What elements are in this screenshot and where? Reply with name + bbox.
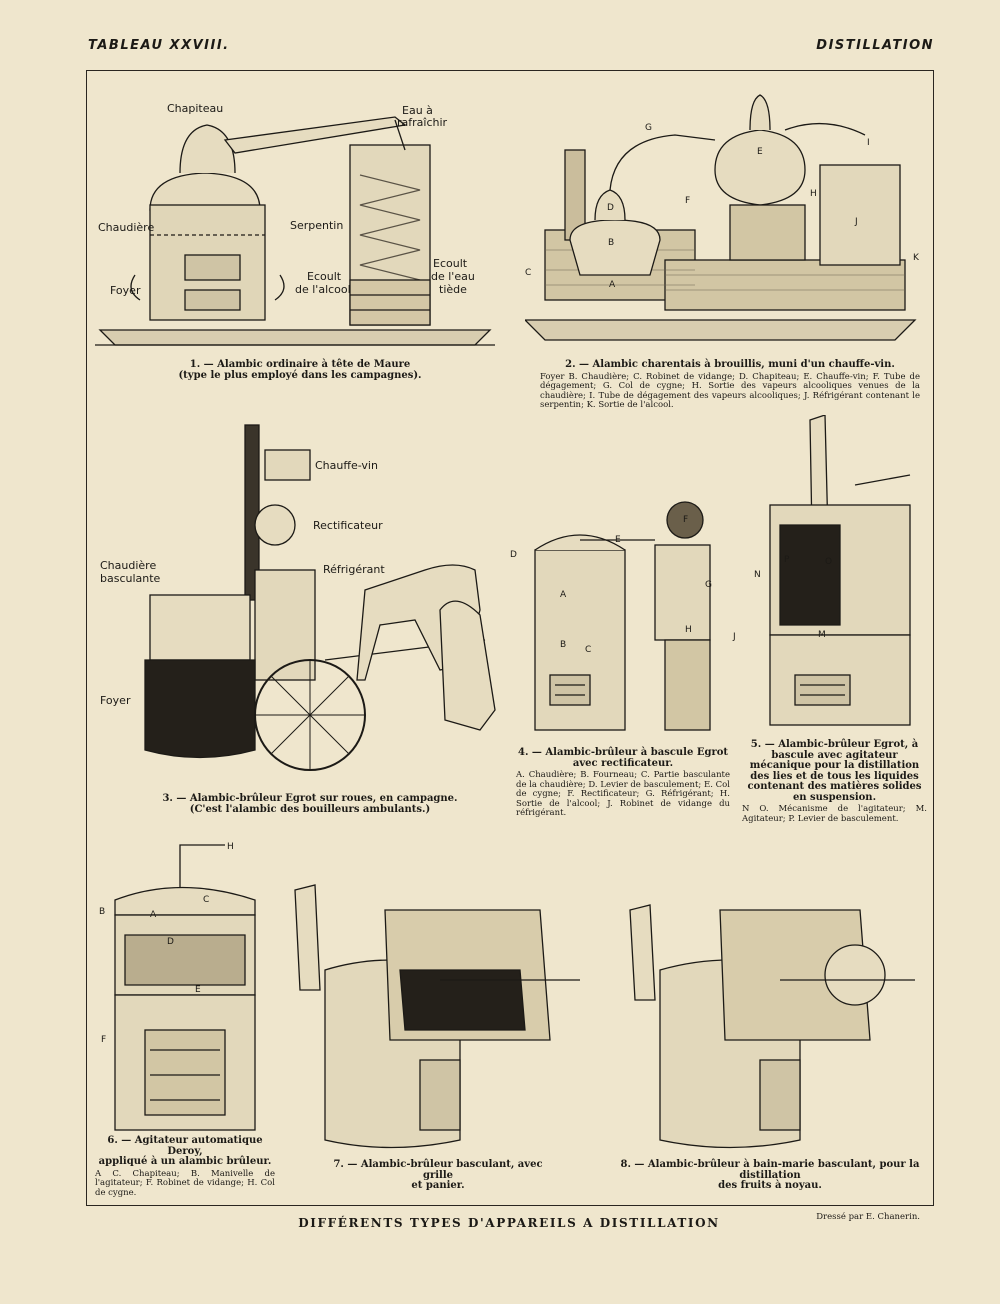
- f3-caption: 3. — Alambic-brûleur Egrot sur roues, en…: [160, 793, 460, 815]
- figure-4-egrot-bascule: D E F A G C H J B: [505, 500, 740, 740]
- f6-letter-h: H: [227, 842, 234, 852]
- f6-legend: A C. Chapiteau; B. Manivelle de l'agitat…: [95, 1168, 275, 1198]
- f7-caption-sub: et panier.: [411, 1180, 465, 1191]
- f1-label-chapiteau: Chapiteau: [167, 102, 224, 115]
- f6-caption-title: 6. — Agitateur automatique Deroy,: [107, 1135, 263, 1157]
- figure-7-grille-panier: [290, 880, 580, 1150]
- f4-letter-j: J: [733, 632, 736, 642]
- plate-frame: [86, 70, 934, 1206]
- f2-letter-b: B: [608, 238, 615, 248]
- f2-letter-d: D: [607, 203, 614, 213]
- f5-legend: N O. Mécanisme de l'agitateur; M. Agitat…: [742, 804, 927, 824]
- f5-letter-p: P: [784, 555, 790, 565]
- f2-letter-k: K: [913, 253, 919, 263]
- f1-caption-title: 1. — Alambic ordinaire à tête de Maure: [189, 359, 411, 370]
- f3-label-rectificateur: Rectificateur: [313, 519, 383, 532]
- f2-letter-e: E: [757, 147, 763, 157]
- f3-label-chaudiere2: basculante: [100, 572, 161, 585]
- f4-letter-h: H: [685, 625, 692, 635]
- f6-letter-a: A: [150, 910, 157, 920]
- f6-letter-f: F: [101, 1035, 107, 1045]
- f2-letter-j: J: [855, 217, 858, 227]
- header-left: TABLEAU XXVIII.: [88, 38, 230, 53]
- f1-caption-sub: (type le plus employé dans les campagnes…: [178, 369, 422, 381]
- figure-2-charentais: G I E D F H J B C A K: [525, 90, 925, 350]
- f2-letter-h: H: [810, 189, 817, 199]
- figure-3-egrot-roues: Chauffe-vin Rectificateur Réfrigérant Ch…: [95, 420, 505, 790]
- f6-caption-sub: appliqué à un alambic brûleur.: [98, 1156, 272, 1167]
- f3-label-refrigerant: Réfrigérant: [323, 563, 385, 576]
- f3-caption-title: 3. — Alambic-brûleur Egrot sur roues, en…: [162, 793, 458, 804]
- f2-caption-title: 2. — Alambic charentais à brouillis, mun…: [565, 359, 895, 370]
- f1-label-ecoult-eau: Ecoult: [433, 257, 468, 270]
- f7-caption-title: 7. — Alambic-brûleur basculant, avec gri…: [333, 1159, 543, 1181]
- f2-letter-c: C: [525, 268, 532, 278]
- f8-caption-sub: des fruits à noyau.: [718, 1180, 822, 1191]
- f2-letter-f: F: [685, 196, 691, 206]
- f3-caption-sub: (C'est l'alambic des bouilleurs ambulant…: [189, 803, 431, 815]
- f8-caption-title: 8. — Alambic-brûleur à bain-marie bascul…: [620, 1159, 920, 1181]
- f3-label-chauffe-vin: Chauffe-vin: [315, 459, 378, 472]
- f6-caption: 6. — Agitateur automatique Deroy, appliq…: [95, 1135, 275, 1198]
- f5-letter-m: M: [818, 630, 826, 640]
- f2-letter-a: A: [609, 280, 616, 290]
- f4-letter-c: C: [585, 645, 592, 655]
- f5-letter-o: O: [825, 557, 833, 567]
- f1-label-ecoult-eau2: de l'eau: [431, 270, 475, 283]
- f5-caption: 5. — Alambic-brûleur Egrot, à bascule av…: [742, 739, 927, 824]
- f1-label-chaudiere: Chaudière: [98, 221, 155, 234]
- f2-letter-i: I: [867, 138, 870, 148]
- header-right: DISTILLATION: [816, 38, 934, 53]
- f4-letter-d: D: [510, 550, 517, 560]
- plate-title: DIFFÉRENTS TYPES D'APPAREILS A DISTILLAT…: [298, 1216, 720, 1230]
- f6-letter-b: B: [99, 907, 106, 917]
- f4-letter-a: A: [560, 590, 567, 600]
- f4-caption-sub: avec rectificateur.: [572, 757, 674, 769]
- figure-1-alembic: Chapiteau Eau à rafraîchir Chaudière Ser…: [95, 95, 495, 355]
- f4-legend: A. Chaudière; B. Fourneau; C. Partie bas…: [516, 770, 730, 818]
- f2-legend: Foyer B. Chaudière; C. Robinet de vidang…: [540, 371, 920, 410]
- figure-8-bain-marie: [620, 880, 920, 1150]
- f6-letter-c: C: [203, 895, 210, 905]
- f1-caption: 1. — Alambic ordinaire à tête de Maure (…: [140, 359, 460, 381]
- f3-label-chaudiere: Chaudière: [100, 559, 157, 572]
- f1-label-eau2: rafraîchir: [397, 116, 448, 129]
- figure-6-deroy: H B A C D E F: [95, 840, 275, 1140]
- f4-letter-e: E: [615, 535, 621, 545]
- f5-letter-n: N: [754, 570, 761, 580]
- f4-letter-b: B: [560, 640, 567, 650]
- f2-caption: 2. — Alambic charentais à brouillis, mun…: [540, 359, 920, 411]
- f1-label-eau: Eau à: [402, 104, 433, 117]
- f1-label-foyer: Foyer: [110, 284, 141, 297]
- figure-5-egrot-agitateur: N P O M: [740, 415, 925, 735]
- f2-letter-g: G: [645, 123, 652, 133]
- f3-label-foyer: Foyer: [100, 694, 131, 707]
- credit: Dressé par E. Chanerin.: [816, 1212, 920, 1222]
- f4-caption: 4. — Alambic-brûleur à bascule Egrot ave…: [516, 747, 730, 819]
- f1-label-ecoult-alcool2: de l'alcool: [295, 283, 351, 296]
- f1-label-serpentin: Serpentin: [290, 219, 344, 232]
- f7-caption: 7. — Alambic-brûleur basculant, avec gri…: [318, 1159, 558, 1192]
- f6-letter-e: E: [195, 985, 201, 995]
- f8-caption: 8. — Alambic-brûleur à bain-marie bascul…: [610, 1159, 930, 1192]
- f4-letter-g: G: [705, 580, 712, 590]
- f6-letter-d: D: [167, 937, 174, 947]
- f5-caption-title: 5. — Alambic-brûleur Egrot, à bascule av…: [747, 739, 922, 803]
- f4-caption-title: 4. — Alambic-brûleur à bascule Egrot: [518, 747, 728, 758]
- f4-letter-f: F: [683, 515, 689, 525]
- f1-label-ecoult-alcool: Ecoult: [307, 270, 342, 283]
- f1-label-ecoult-eau3: tiède: [439, 283, 467, 296]
